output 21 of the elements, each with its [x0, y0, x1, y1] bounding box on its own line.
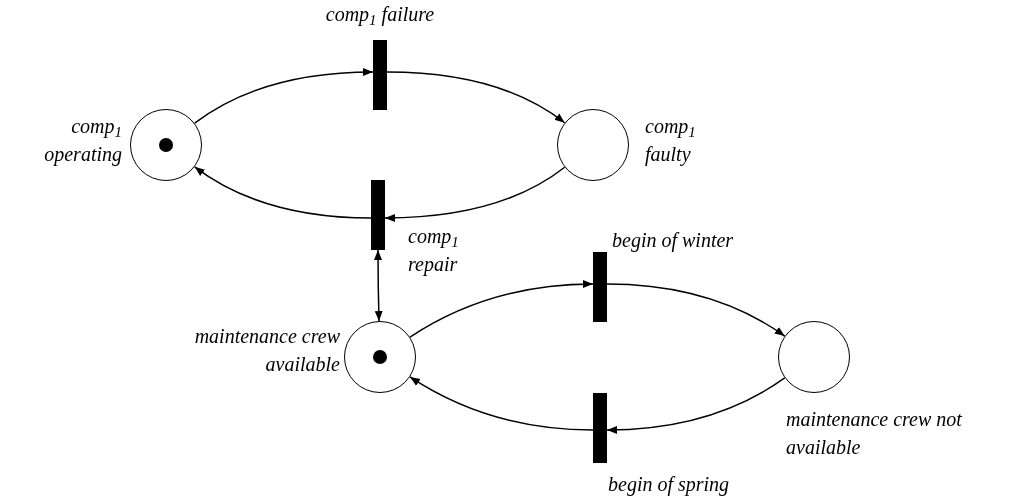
arc-arrow — [374, 249, 383, 322]
arc-arrow — [193, 166, 372, 219]
arc-arrow — [193, 68, 374, 124]
arc-arrow — [606, 377, 786, 434]
node-label: comp$_{1}$ faulty — [645, 115, 696, 165]
arc-arrow — [384, 166, 566, 222]
node-label: begin of spring — [608, 473, 730, 495]
arc-arrow — [386, 71, 566, 124]
transition-bar — [593, 393, 607, 463]
arc-arrow — [606, 283, 786, 337]
arc-arrow — [409, 376, 594, 431]
transition-bar — [371, 180, 385, 250]
node-label: comp$_{1}$ operating — [44, 115, 122, 165]
arc-arrow — [409, 280, 594, 338]
node-label: maintenance crew available — [194, 325, 340, 375]
transition-bar — [373, 40, 387, 110]
transition-bar — [593, 252, 607, 322]
node-label: begin of winter — [612, 229, 734, 251]
node-label: comp$_{1}$ repair — [408, 225, 459, 275]
node-label: maintenance crew not available — [786, 408, 962, 458]
node-label: comp$_{1}$ failure — [325, 3, 435, 25]
